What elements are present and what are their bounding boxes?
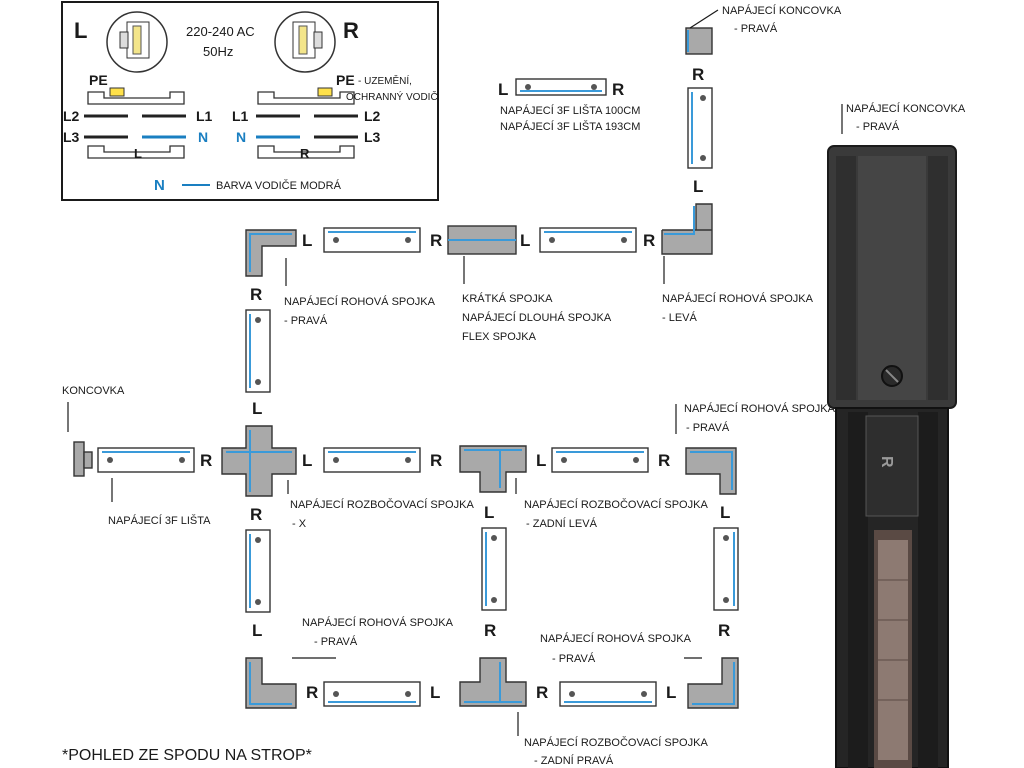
corner-bottom-left: [245, 657, 297, 709]
mark-r-top-row-1: R: [430, 231, 442, 250]
left-l3-label: L3: [63, 129, 80, 145]
photo-caption-line1: NAPÁJECÍ KONCOVKA: [846, 102, 966, 115]
wiring-legend-box: L R 220-240 AC 50Hz PE L2 L1 L3 N L: [61, 1, 439, 201]
pointer-end-cap-top: [689, 9, 719, 29]
mark-r-mid-2: R: [430, 451, 442, 470]
right-l2-label: L2: [364, 108, 381, 124]
t-connector-back-right: [459, 657, 527, 707]
mark-r-mid-1: R: [200, 451, 212, 470]
corner-right-top-left: [245, 229, 297, 277]
t-back-right-line2: - ZADNÍ PRAVÁ: [534, 754, 614, 767]
right-l1-label: L1: [232, 108, 249, 124]
end-cap-left: [73, 441, 85, 477]
earthing-line2: OCHRANNÝ VODIČ: [346, 90, 438, 103]
short-conn-line3: FLEX SPOJKA: [462, 331, 537, 343]
corner-left-top-line1: NAPÁJECÍ ROHOVÁ SPOJKA: [662, 292, 814, 305]
right-profile-drawing: [256, 87, 358, 159]
mark-l-left-vertical-1: L: [252, 399, 262, 418]
end-cap-photo: R: [827, 145, 957, 768]
earthing-line1: - UZEMĚNÍ,: [358, 74, 412, 87]
t-back-right-line1: NAPÁJECÍ ROZBOČOVACÍ SPOJKA: [524, 736, 708, 749]
photo-r-mark: R: [878, 456, 895, 468]
short-conn-line1: KRÁTKÁ SPOJKA: [462, 292, 553, 305]
mark-r-bottom-2: R: [536, 683, 548, 702]
n-key-text: BARVA VODIČE MODRÁ: [216, 179, 342, 192]
corner-bl-line1: NAPÁJECÍ ROHOVÁ SPOJKA: [302, 616, 454, 629]
end-cap-top-line2: - PRAVÁ: [734, 22, 778, 35]
corner-bottom-right: [687, 657, 739, 709]
mark-l-mid-2: L: [302, 451, 312, 470]
mark-l-left-vertical-2: L: [252, 621, 262, 640]
mark-l-top-row-2: L: [520, 231, 530, 250]
right-n-label: N: [236, 129, 246, 145]
corner-right-mid-line2: - PRAVÁ: [686, 421, 730, 434]
left-l-bottom-label: L: [134, 146, 142, 161]
mark-r-mid-3: R: [658, 451, 670, 470]
mark-r-right-vertical: R: [718, 621, 730, 640]
mark-l-right-vertical: L: [720, 503, 730, 522]
mark-l-bottom-1: L: [430, 683, 440, 702]
mark-r-left-vertical-1: R: [250, 285, 262, 304]
corner-br-line2: - PRAVÁ: [552, 652, 596, 665]
right-l3-label: L3: [364, 129, 381, 145]
corner-bl-line2: - PRAVÁ: [314, 635, 358, 648]
rail-3f-label: NAPÁJECÍ 3F LIŠTA: [108, 514, 211, 527]
rail-length-key: L R NAPÁJECÍ 3F LIŠTA 100CM NAPÁJECÍ 3F …: [498, 78, 640, 133]
mark-r-left-vertical-2: R: [250, 505, 262, 524]
end-cap-left-tip: [83, 451, 93, 469]
footer-note: *POHLED ZE SPODU NA STROP*: [62, 747, 312, 764]
rail-key-l: L: [498, 80, 508, 99]
legend-right-mark: R: [343, 18, 359, 43]
legend-left-mark: L: [74, 18, 87, 43]
x-conn-line1: NAPÁJECÍ ROZBOČOVACÍ SPOJKA: [290, 498, 474, 511]
t-back-left-line1: NAPÁJECÍ ROZBOČOVACÍ SPOJKA: [524, 498, 708, 511]
left-pe-label: PE: [89, 72, 108, 88]
t-back-left-line2: - ZADNÍ LEVÁ: [526, 517, 598, 530]
corner-left-top-right: [661, 203, 713, 255]
mark-r-bottom-1: R: [306, 683, 318, 702]
mark-r-top-row-2: R: [643, 231, 655, 250]
x-conn-line2: - X: [292, 518, 307, 530]
corner-br-line1: NAPÁJECÍ ROHOVÁ SPOJKA: [540, 632, 692, 645]
right-r-bottom-label: R: [300, 146, 310, 161]
photo-caption-line2: - PRAVÁ: [856, 120, 900, 133]
end-cap-top-line1: NAPÁJECÍ KONCOVKA: [722, 4, 842, 17]
rail-key-r: R: [612, 80, 624, 99]
right-pe-label: PE: [336, 72, 355, 88]
mark-r-top-vertical: R: [692, 65, 704, 84]
mark-l-bottom-2: L: [666, 683, 676, 702]
left-profile-drawing: [84, 87, 186, 159]
end-cap-right-top: [685, 27, 713, 55]
corner-right-top-line2: - PRAVÁ: [284, 314, 328, 327]
t-connector-back-left: [459, 445, 527, 493]
n-key-label: N: [154, 177, 165, 194]
mark-r-center-vertical: R: [484, 621, 496, 640]
left-n-label: N: [198, 129, 208, 145]
corner-right-mid: [685, 447, 737, 495]
mark-l-mid-3: L: [536, 451, 546, 470]
mark-l-top-row-1: L: [302, 231, 312, 250]
x-connector: [221, 425, 297, 497]
left-l2-label: L2: [63, 108, 80, 124]
mark-l-center-vertical: L: [484, 503, 494, 522]
mark-l-top-vertical: L: [693, 177, 703, 196]
legend-voltage: 220-240 AC: [186, 24, 255, 39]
rail-length-100: NAPÁJECÍ 3F LIŠTA 100CM: [500, 104, 640, 117]
corner-right-mid-line1: NAPÁJECÍ ROHOVÁ SPOJKA: [684, 402, 836, 415]
short-conn-line2: NAPÁJECÍ DLOUHÁ SPOJKA: [462, 311, 612, 324]
corner-right-top-line1: NAPÁJECÍ ROHOVÁ SPOJKA: [284, 295, 436, 308]
corner-left-top-line2: - LEVÁ: [662, 311, 698, 324]
legend-frequency: 50Hz: [203, 44, 233, 59]
left-l1-label: L1: [196, 108, 213, 124]
end-cap-label: KONCOVKA: [62, 385, 125, 397]
rail-length-193: NAPÁJECÍ 3F LIŠTA 193CM: [500, 120, 640, 133]
